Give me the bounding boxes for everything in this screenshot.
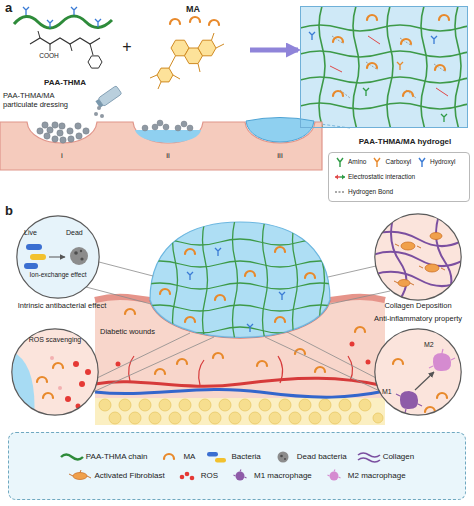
legend-text: M1 macrophage — [254, 471, 312, 480]
legend-item: Hydrogen Bond — [334, 186, 393, 198]
legend-box: Amino Carboxyl HydroxylElectrostatic inter… — [328, 152, 470, 202]
circle-outline — [374, 213, 462, 301]
circle-outline — [12, 329, 98, 415]
step-number: iii — [272, 151, 288, 160]
legend-text: MA — [183, 452, 195, 461]
legend-text: Dead bacteria — [297, 452, 347, 461]
zoom-circle: LiveDeadIon-exchange effectIntrinsic ant… — [16, 215, 100, 299]
legend-item: PAA-THMA chain — [60, 450, 148, 464]
node-text: M2 — [424, 341, 442, 349]
legend-item: Bacteria — [205, 450, 260, 464]
circle-outline — [17, 216, 99, 298]
step-number: ii — [160, 151, 176, 160]
legend-item: Hydroxyl — [416, 156, 455, 168]
zoom-circle: Collagen Deposition — [374, 213, 462, 301]
legend-item: M2 macrophage — [322, 469, 406, 483]
molecule-structure: MA — [138, 4, 248, 94]
legend-swatch — [334, 186, 346, 198]
legend-swatch — [334, 156, 346, 168]
circle-outline — [375, 329, 461, 415]
molecule-structure: PAA-THMA — [10, 6, 120, 90]
legend-symbol — [179, 471, 194, 480]
legend-item: ROS — [175, 469, 218, 483]
legend-symbol — [61, 454, 83, 459]
legend-swatch — [228, 469, 252, 483]
process-arrow — [250, 48, 298, 53]
legend-item: Dead bacteria — [271, 450, 347, 464]
legend-text: PAA-THMA chain — [86, 452, 148, 461]
legend-swatch — [357, 450, 381, 464]
legend-text: Electrostatic interaction — [348, 173, 415, 180]
legend-text: Amino — [348, 158, 366, 165]
dressing-label: PAA-THMA/MA particulate dressing — [3, 92, 83, 109]
node-text: Ion-exchange effect — [22, 271, 94, 278]
legend-symbol — [358, 453, 380, 462]
chemical-group: COOH — [35, 52, 63, 59]
legend-item: Activated Fibroblast — [68, 469, 164, 483]
legend-item: Collagen — [357, 450, 415, 464]
node-text: Dead — [66, 229, 92, 237]
legend-text: Hydrogen Bond — [348, 188, 393, 195]
legend-swatch — [371, 156, 383, 168]
legend-item: Carboxyl — [371, 156, 411, 168]
zoom-circle: ROS scavenging — [11, 328, 99, 416]
region-label: Diabetic wounds — [100, 328, 162, 337]
legend-swatch — [271, 450, 295, 464]
node-text: M1 — [382, 388, 398, 396]
legend-item: Electrostatic interaction — [334, 171, 415, 183]
legend-swatch — [322, 469, 346, 483]
legend-symbol — [335, 175, 345, 180]
panel-label: b — [5, 204, 21, 219]
legend-symbol — [164, 454, 174, 459]
legend-symbol — [374, 158, 380, 167]
legend-text: Collagen — [383, 452, 415, 461]
legend-text: Bacteria — [231, 452, 260, 461]
legend-text: Hydroxyl — [430, 158, 455, 165]
node-heading: Collagen Deposition — [362, 302, 474, 311]
node-heading: Anti-inflammatory property — [366, 315, 470, 324]
node-heading: PAA-THMA — [10, 78, 120, 87]
hydrogel-box: PAA-THMA/MA hydrogel — [300, 6, 468, 128]
plus-sign: + — [118, 38, 136, 56]
legend-text: ROS — [201, 471, 218, 480]
legend-box: PAA-THMA chain MA Bacteria Dead bacteria Col… — [8, 432, 466, 500]
legend-symbol — [233, 469, 246, 480]
legend-text: M2 macrophage — [348, 471, 406, 480]
legend-swatch — [334, 171, 346, 183]
zoom-circle: Anti-inflammatory propertyM1M2 — [374, 328, 462, 416]
node-heading: PAA-THMA/MA hydrogel — [341, 137, 469, 146]
circle-outline — [16, 215, 100, 299]
legend-swatch — [157, 450, 181, 464]
legend-symbol — [69, 470, 91, 480]
legend-swatch — [175, 469, 199, 483]
legend-swatch — [416, 156, 428, 168]
legend-item: MA — [157, 450, 195, 464]
legend-symbol — [419, 158, 425, 167]
legend-swatch — [205, 450, 229, 464]
legend-symbol — [277, 451, 288, 462]
legend-text: Carboxyl — [385, 158, 411, 165]
node-heading: MA — [138, 4, 248, 14]
node-heading: Live — [24, 229, 48, 237]
step-number: i — [54, 151, 70, 160]
legend-item: M1 macrophage — [228, 469, 312, 483]
circle-outline — [374, 328, 462, 416]
legend-symbol — [337, 158, 343, 167]
legend-swatch — [60, 450, 84, 464]
node-heading: ROS scavenging — [23, 336, 87, 344]
panel-label: a — [5, 1, 21, 16]
legend-symbol — [207, 452, 226, 463]
legend-swatch — [68, 469, 92, 483]
circle-outline — [375, 214, 461, 300]
legend-text: Activated Fibroblast — [94, 471, 164, 480]
node-text: Intrinsic antibacterial effect — [2, 302, 122, 311]
legend-item: Amino — [334, 156, 366, 168]
legend-symbol — [335, 192, 345, 193]
legend-symbol — [327, 469, 340, 480]
